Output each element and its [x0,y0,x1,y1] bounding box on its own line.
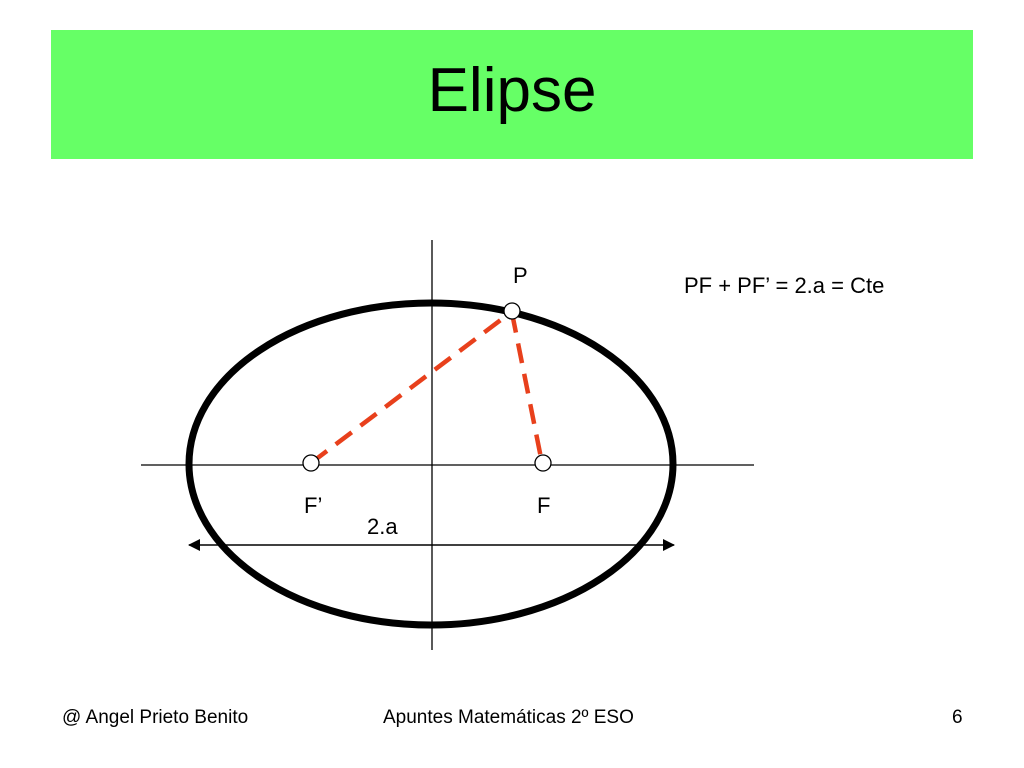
ellipse-curve [185,299,677,629]
ellipse-formula: PF + PF’ = 2.a = Cte [684,273,884,298]
focus-left-label: F’ [304,493,322,518]
focus-right-marker [534,454,552,472]
footer-course: Apuntes Matemáticas 2º ESO [383,707,634,728]
title-banner: Elipse [51,30,973,159]
segment-pf-prime [309,311,512,465]
segment-pf [509,312,546,469]
footer-author: @ Angel Prieto Benito [62,707,249,728]
focus-left-marker [302,454,320,472]
major-axis-label: 2.a [367,514,398,539]
point-p-marker [503,302,521,320]
point-p-label: P [513,263,528,288]
footer-page-number: 6 [952,707,963,728]
slide-title: Elipse [427,55,597,125]
focus-right-label: F [537,493,550,518]
